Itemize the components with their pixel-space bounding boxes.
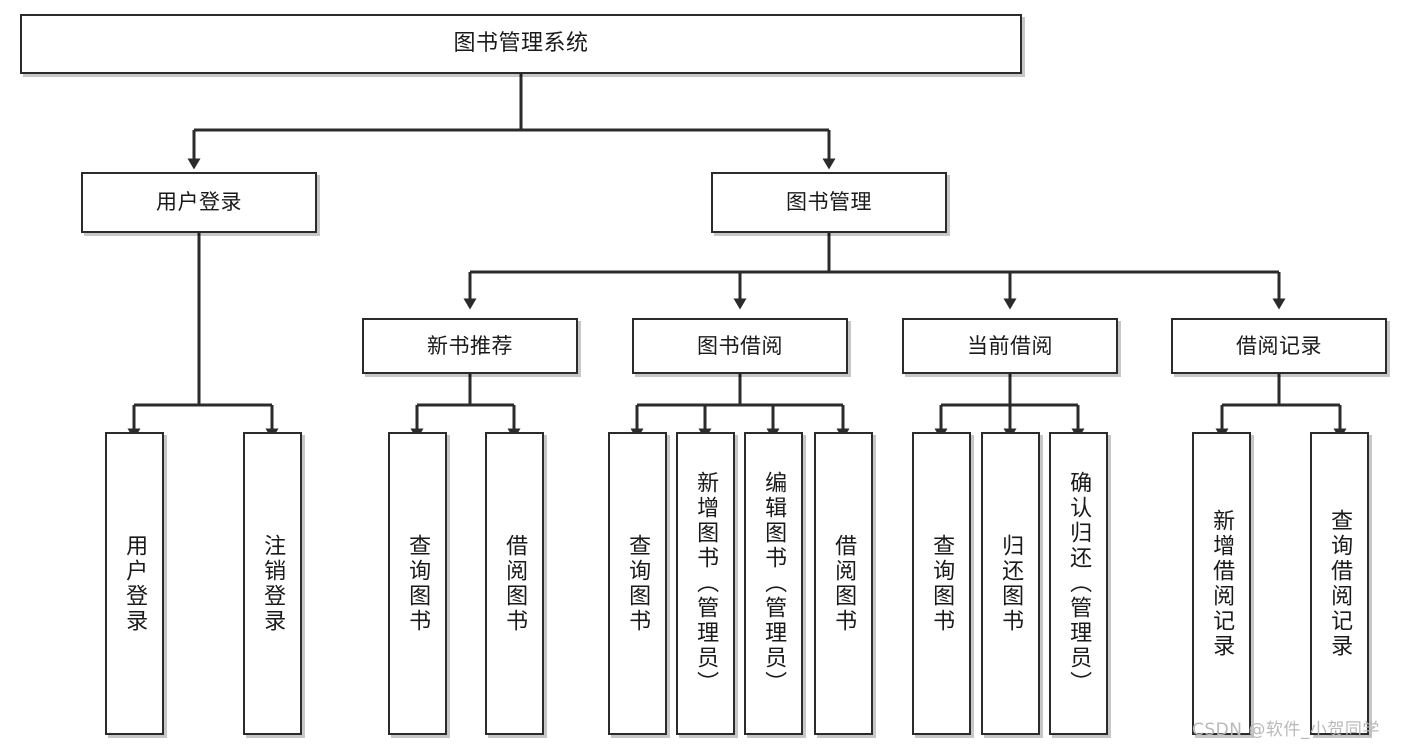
- leaf-new-book-borrow[interactable]: 借阅图书: [485, 432, 544, 735]
- node-label: 当前借阅: [967, 333, 1053, 358]
- node-label: 图书管理系统: [453, 31, 589, 57]
- newbook-to-leaf-connectors: [410, 374, 521, 440]
- node-label: 用户登录: [122, 533, 148, 634]
- userlogin-to-leaf-connectors: [127, 233, 279, 440]
- leaf-current-borrow-return[interactable]: 归还图书: [981, 432, 1040, 735]
- node-label: 查询借阅记录: [1327, 508, 1353, 659]
- node-label: 查询图书: [929, 533, 955, 634]
- currentborrow-to-leaf-connectors: [934, 374, 1085, 440]
- node-book-management[interactable]: 图书管理: [711, 172, 947, 233]
- root-to-level2-connectors: [187, 74, 836, 170]
- leaf-current-borrow-confirm-return[interactable]: 确认归还（管理员）: [1049, 432, 1108, 735]
- bookmgmt-to-level3-connectors: [463, 233, 1286, 310]
- leaf-borrow-record-query[interactable]: 查询借阅记录: [1310, 432, 1369, 735]
- node-label: 归还图书: [998, 533, 1024, 634]
- leaf-book-borrow-query[interactable]: 查询图书: [608, 432, 667, 735]
- node-label: 图书借阅: [697, 333, 783, 358]
- node-label: 借阅图书: [502, 533, 528, 634]
- node-label: 借阅记录: [1236, 333, 1322, 358]
- leaf-current-borrow-query[interactable]: 查询图书: [912, 432, 971, 735]
- node-label: 查询图书: [405, 533, 431, 634]
- node-label: 新增借阅记录: [1209, 508, 1235, 659]
- node-label: 新书推荐: [427, 333, 513, 358]
- node-new-book-recommend[interactable]: 新书推荐: [362, 318, 578, 374]
- node-label: 用户登录: [156, 190, 242, 215]
- leaf-user-login-login[interactable]: 用户登录: [105, 432, 164, 735]
- node-label: 编辑图书（管理员）: [761, 471, 787, 696]
- node-user-login[interactable]: 用户登录: [81, 172, 317, 233]
- node-borrow-record[interactable]: 借阅记录: [1171, 318, 1387, 374]
- borrowrecord-to-leaf-connectors: [1215, 374, 1347, 440]
- node-label: 图书管理: [786, 190, 872, 215]
- node-label: 借阅图书: [831, 533, 857, 634]
- leaf-new-book-query[interactable]: 查询图书: [388, 432, 447, 735]
- bookborrow-to-leaf-connectors: [630, 374, 850, 440]
- leaf-borrow-record-add[interactable]: 新增借阅记录: [1192, 432, 1251, 735]
- leaf-book-borrow-edit[interactable]: 编辑图书（管理员）: [744, 432, 803, 735]
- node-label: 确认归还（管理员）: [1066, 471, 1092, 696]
- leaf-book-borrow-add[interactable]: 新增图书（管理员）: [676, 432, 735, 735]
- node-label: 注销登录: [260, 533, 286, 634]
- node-current-borrow[interactable]: 当前借阅: [902, 318, 1118, 374]
- node-book-management-system[interactable]: 图书管理系统: [20, 14, 1022, 74]
- node-book-borrow[interactable]: 图书借阅: [632, 318, 848, 374]
- node-label: 新增图书（管理员）: [693, 471, 719, 696]
- leaf-book-borrow-borrow[interactable]: 借阅图书: [814, 432, 873, 735]
- leaf-user-login-logout[interactable]: 注销登录: [243, 432, 302, 735]
- node-label: 查询图书: [625, 533, 651, 634]
